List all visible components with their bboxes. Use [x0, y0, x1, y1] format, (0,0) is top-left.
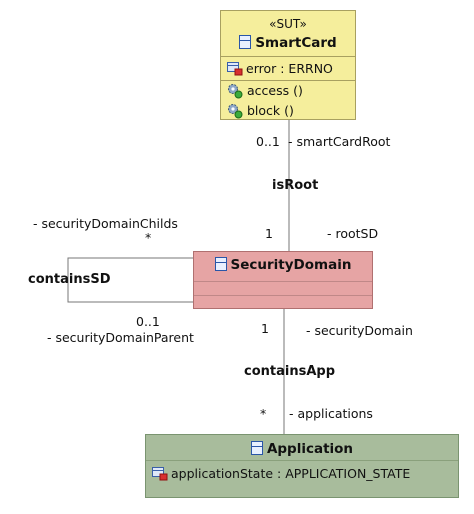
containssd-parent-role: - securityDomainParent — [47, 330, 194, 345]
private-attribute-icon — [227, 62, 243, 76]
containsapp-application-multiplicity: * — [260, 406, 267, 421]
application-attr-divider — [146, 460, 458, 461]
isroot-securitydomain-role: - rootSD — [327, 226, 379, 241]
application-header: Application — [146, 441, 458, 457]
smartcard-operation[interactable]: access () — [227, 83, 303, 99]
smartcard-attribute-text: error : ERRNO — [246, 61, 333, 76]
securitydomain-op-divider — [194, 295, 372, 296]
class-icon — [250, 441, 263, 455]
containsapp-association-name[interactable]: containsApp — [244, 364, 335, 379]
smartcard-attribute[interactable]: error : ERRNO — [227, 61, 333, 76]
containsapp-securitydomain-role: - securityDomain — [306, 323, 413, 338]
isroot-association-name[interactable]: isRoot — [272, 178, 319, 193]
application-class[interactable]: Application applicationState : APPLICATI… — [145, 434, 459, 498]
containsapp-securitydomain-multiplicity: 1 — [261, 321, 269, 336]
class-icon — [239, 35, 252, 49]
containssd-association-name[interactable]: containsSD — [28, 272, 111, 287]
private-attribute-icon — [152, 467, 168, 481]
isroot-smartcard-role: - smartCardRoot — [288, 134, 391, 149]
containssd-children-role: - securityDomainChilds — [33, 216, 178, 231]
securitydomain-header: SecurityDomain — [194, 257, 372, 273]
operation-gear-icon — [228, 104, 243, 119]
operation-gear-icon — [228, 84, 243, 99]
smartcard-name: SmartCard — [255, 35, 337, 51]
smartcard-header: SmartCard — [221, 35, 355, 51]
class-icon — [214, 257, 227, 271]
smartcard-operation-text: block () — [247, 103, 294, 118]
securitydomain-name: SecurityDomain — [230, 257, 352, 273]
containssd-parent-multiplicity: 0..1 — [136, 314, 160, 329]
smartcard-attr-divider — [221, 56, 355, 57]
application-attribute[interactable]: applicationState : APPLICATION_STATE — [152, 466, 410, 481]
smartcard-op-divider — [221, 80, 355, 81]
securitydomain-attr-divider — [194, 281, 372, 282]
isroot-smartcard-multiplicity: 0..1 — [256, 134, 280, 149]
smartcard-operation-text: access () — [247, 83, 303, 98]
smartcard-class[interactable]: «SUT» SmartCard error : ERRNO access () … — [220, 10, 356, 120]
containsapp-application-role: - applications — [289, 406, 373, 421]
application-name: Application — [266, 441, 354, 457]
containssd-children-multiplicity: * — [145, 230, 152, 245]
containssd-self-line — [67, 257, 193, 303]
smartcard-operation[interactable]: block () — [227, 103, 294, 119]
securitydomain-class[interactable]: SecurityDomain — [193, 251, 373, 309]
smartcard-stereotype: «SUT» — [269, 17, 307, 31]
isroot-securitydomain-multiplicity: 1 — [265, 226, 273, 241]
application-attribute-text: applicationState : APPLICATION_STATE — [171, 466, 411, 481]
